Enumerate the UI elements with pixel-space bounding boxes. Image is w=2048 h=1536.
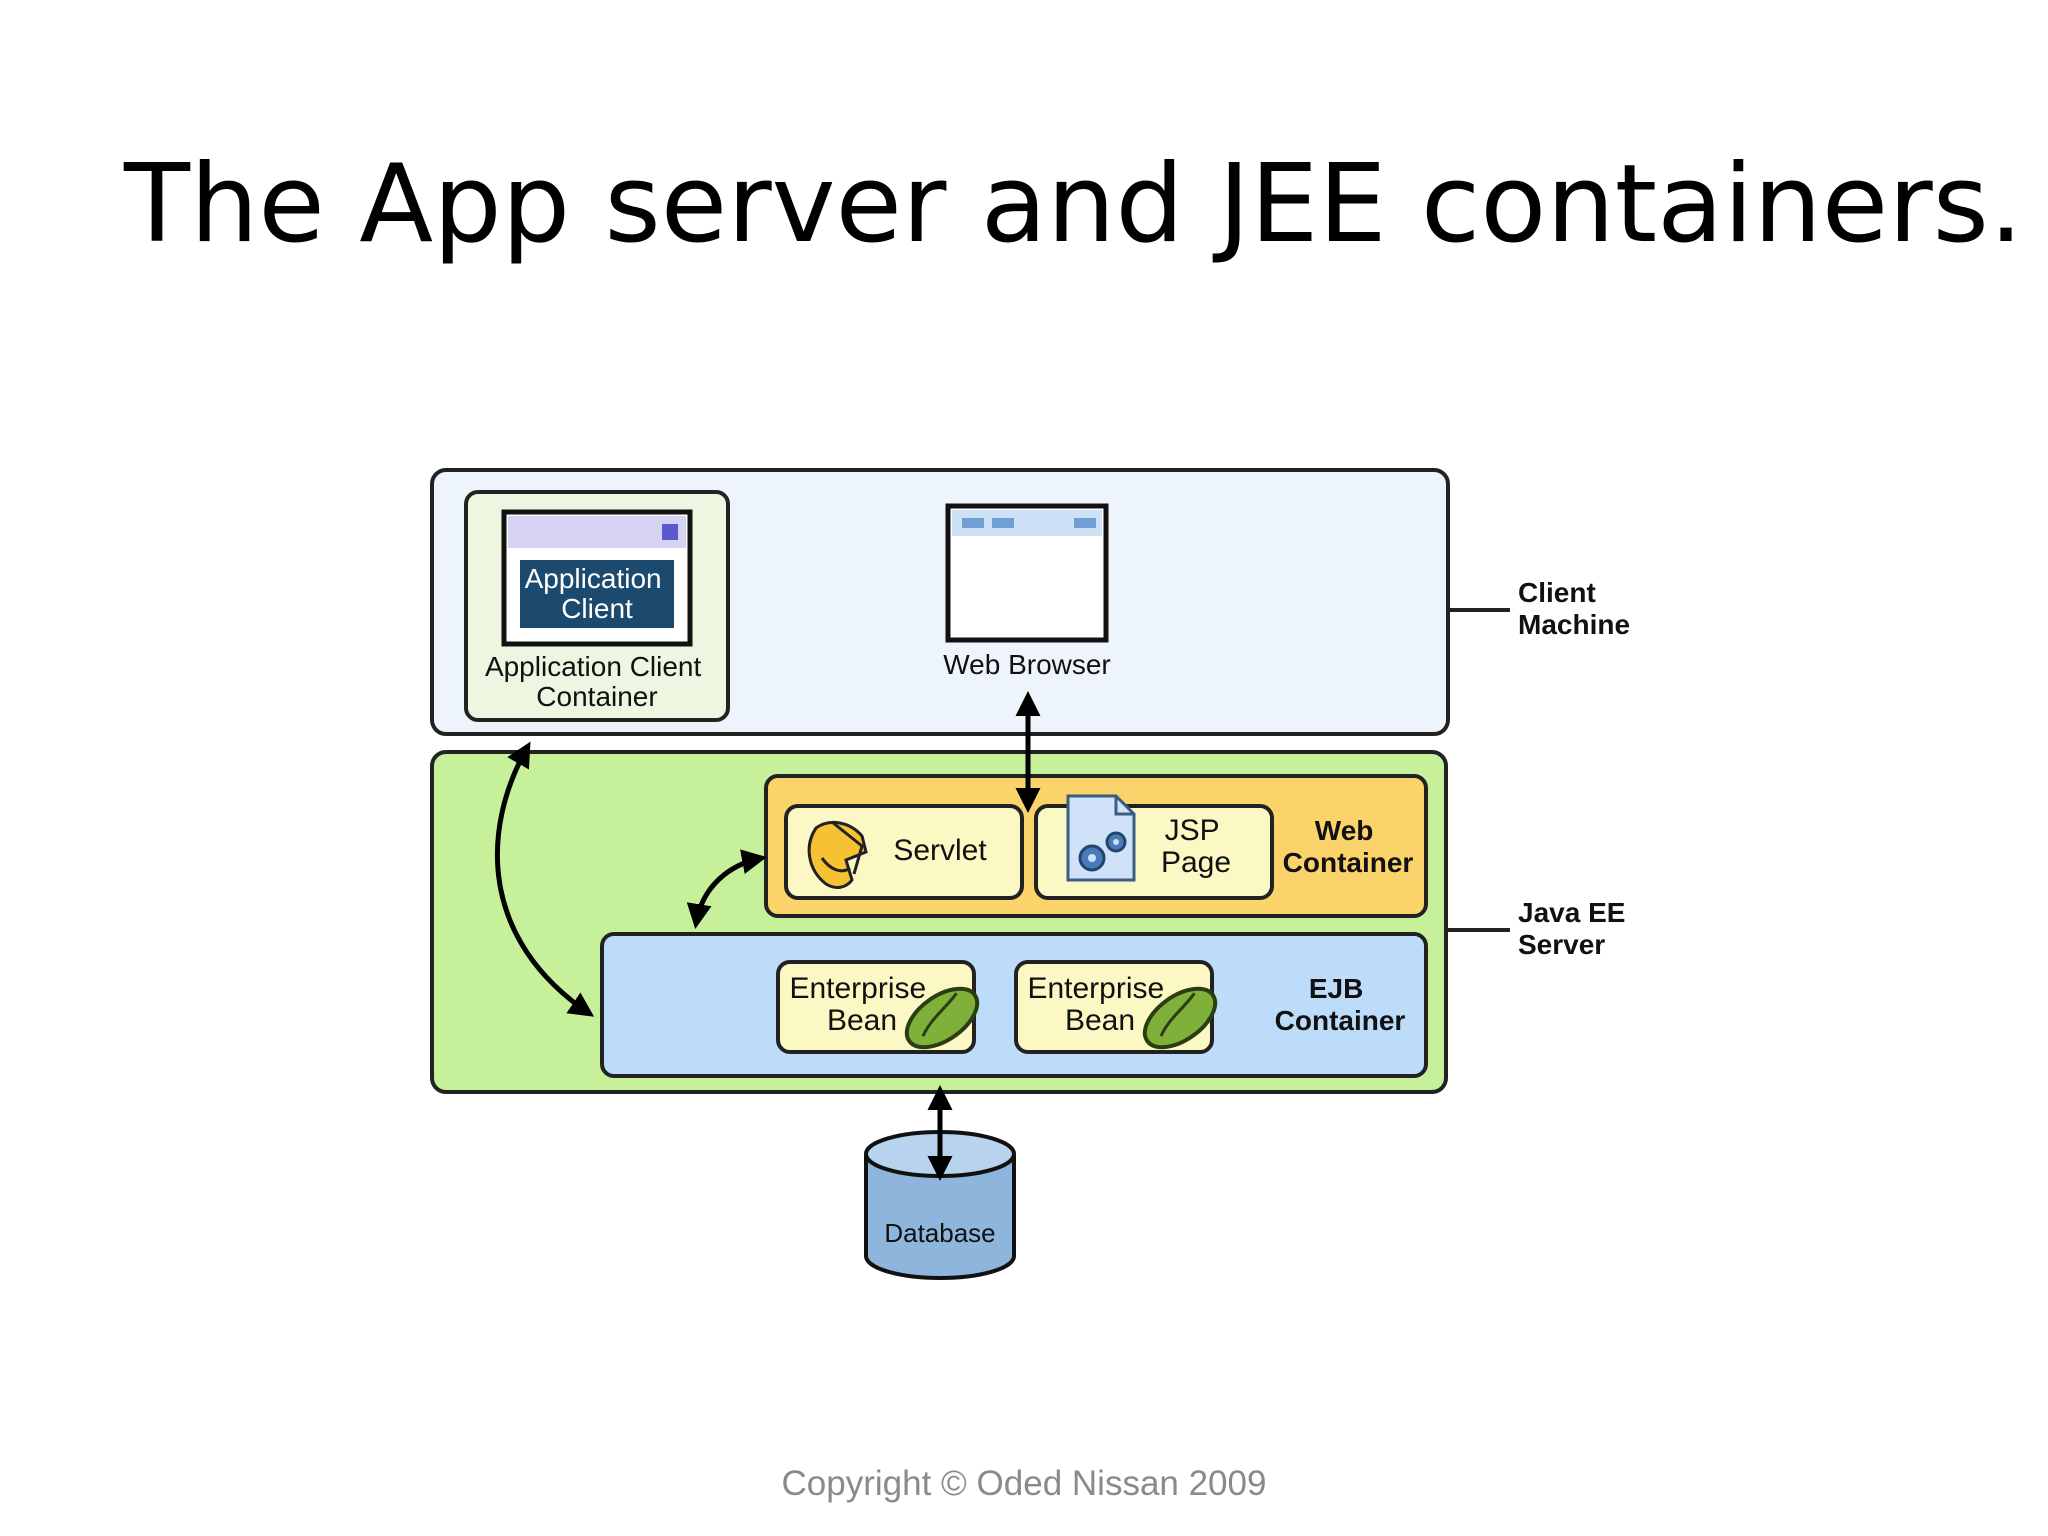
ejb-container: EJB Container Enterprise Bean Ent bbox=[600, 932, 1428, 1078]
arrow-servlet-ejb bbox=[686, 849, 767, 929]
client-machine-tier: Client Machine Application Client Applic… bbox=[430, 468, 1630, 736]
browser-tab-icon bbox=[1074, 518, 1096, 528]
client-machine-label: Client Machine bbox=[1518, 577, 1630, 640]
web-container-label: Web Container bbox=[1283, 815, 1414, 878]
app-client-container-label-line1: Application Client bbox=[485, 651, 702, 682]
app-client-container-label-line2: Container bbox=[536, 681, 657, 712]
app-client-label-line2: Client bbox=[561, 593, 633, 624]
browser-tab-icon bbox=[992, 518, 1014, 528]
enterprise-bean-1: Enterprise Bean bbox=[776, 960, 980, 1054]
servlet: Servlet bbox=[784, 804, 1024, 900]
jsp-page: JSP Page bbox=[1034, 794, 1274, 900]
ejb-container-label: EJB Container bbox=[1275, 973, 1406, 1036]
jsp-document-icon bbox=[1066, 794, 1136, 882]
servlet-icon bbox=[807, 820, 868, 889]
svg-text:Enterprise Bean: Enterprise Bean bbox=[1027, 972, 1172, 1037]
database: Database bbox=[864, 1130, 1016, 1280]
java-ee-server-label: Java EE Server bbox=[1518, 897, 1633, 960]
app-client-box bbox=[520, 560, 674, 628]
jsp-page-label: JSP Page bbox=[1161, 814, 1231, 879]
svg-text:Enterprise Bean: Enterprise Bean bbox=[789, 972, 934, 1037]
web-browser-label: Web Browser bbox=[943, 649, 1111, 680]
svg-text:Application Client Con: Application Client Container bbox=[485, 651, 709, 712]
web-browser: Web Browser bbox=[943, 503, 1111, 680]
application-client-container: Application Client Application Client Co… bbox=[464, 490, 730, 722]
slide-title: The App server and JEE containers. bbox=[124, 142, 2024, 267]
window-control-icon bbox=[662, 524, 678, 540]
web-container: Web Container Servlet bbox=[764, 774, 1428, 918]
svg-text:Application Client: Application Client bbox=[525, 563, 670, 624]
java-ee-server-tier: Java EE Server Web Container Servlet bbox=[430, 750, 1633, 1094]
bean-icon bbox=[1142, 986, 1218, 1050]
arrow-appclient-ejb bbox=[495, 741, 595, 1017]
copyright-footer: Copyright © Oded Nissan 2009 bbox=[781, 1464, 1267, 1503]
enterprise-bean-2: Enterprise Bean bbox=[1014, 960, 1218, 1054]
bean-icon bbox=[904, 986, 980, 1050]
database-label: Database bbox=[884, 1218, 995, 1248]
connection-arrows bbox=[495, 691, 1041, 1181]
browser-tab-icon bbox=[962, 518, 984, 528]
app-client-label-line1: Application bbox=[525, 563, 662, 594]
servlet-label: Servlet bbox=[893, 834, 987, 867]
